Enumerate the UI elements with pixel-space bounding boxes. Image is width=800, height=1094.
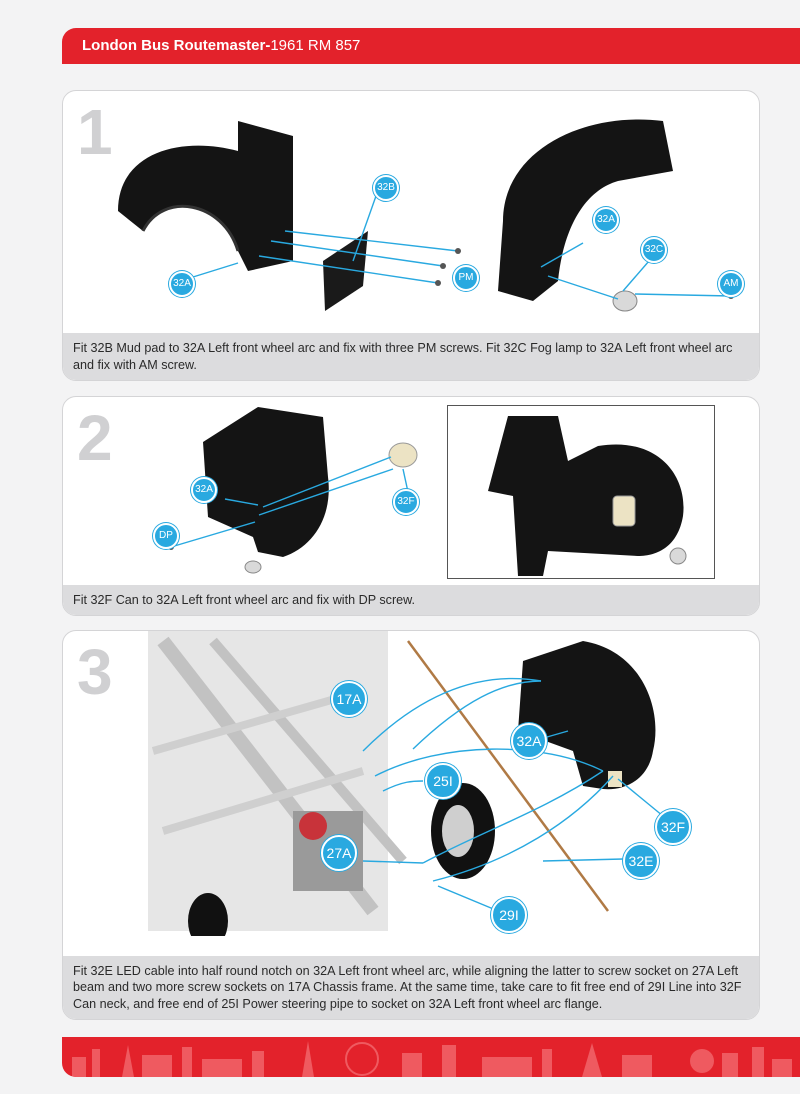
wheel-arc-32a <box>518 641 656 790</box>
step-number: 3 <box>77 636 113 708</box>
step-2-illustration <box>168 407 418 574</box>
callout-32f: 32F <box>655 809 691 845</box>
step-1-illustration <box>118 119 734 312</box>
callout-25i: 25I <box>425 763 461 799</box>
header-title-model: 1961 RM 857 <box>270 37 361 54</box>
led-cable-32e <box>406 640 610 912</box>
footer-skyline-banner <box>62 1037 800 1077</box>
step-1-panel: 1 32B 32A PM 32A 32C AM Fit 32B Mud pad … <box>62 90 760 381</box>
step-2-detail-illustration <box>488 416 687 576</box>
wheel-arc-32a-left <box>118 121 293 271</box>
callout-dp: DP <box>153 523 179 549</box>
callout-32c: 32C <box>641 237 667 263</box>
step-2-caption: Fit 32F Can to 32A Left front wheel arc … <box>63 584 759 615</box>
wheel-arc-32a <box>203 407 329 557</box>
callout-am: AM <box>718 271 744 297</box>
callout-32f: 32F <box>393 489 419 515</box>
step-3-illustration <box>148 631 664 936</box>
step-2-panel: 2 32A 32F DP Fit 32F Can to 32A Left fro… <box>62 396 760 616</box>
step-number: 1 <box>77 96 113 168</box>
callout-32a: 32A <box>511 723 547 759</box>
step-number: 2 <box>77 402 113 474</box>
london-skyline-graphic <box>72 1041 792 1077</box>
callout-pm: PM <box>453 265 479 291</box>
callout-32a: 32A <box>169 271 195 297</box>
callout-32a: 32A <box>191 477 217 503</box>
step-3-panel: 3 17A 32A 25I 32F 27A 32E 29I Fit 32E LE… <box>62 630 760 1020</box>
wheel-arc-32a-right <box>498 119 673 301</box>
step-3-caption: Fit 32E LED cable into half round notch … <box>63 955 759 1019</box>
can-32f <box>388 442 418 468</box>
page-header: London Bus Routemaster-1961 RM 857 <box>62 28 800 64</box>
step-2-detail-inset <box>447 405 715 579</box>
callout-32a-right: 32A <box>593 207 619 233</box>
callout-27a: 27A <box>321 835 357 871</box>
fog-lamp-32c <box>612 290 638 312</box>
callout-32b: 32B <box>373 175 399 201</box>
step-1-caption: Fit 32B Mud pad to 32A Left front wheel … <box>63 333 759 380</box>
callout-29i: 29I <box>491 897 527 933</box>
callout-17a: 17A <box>331 681 367 717</box>
callout-32e: 32E <box>623 843 659 879</box>
header-title-bold: London Bus Routemaster- <box>82 37 271 54</box>
